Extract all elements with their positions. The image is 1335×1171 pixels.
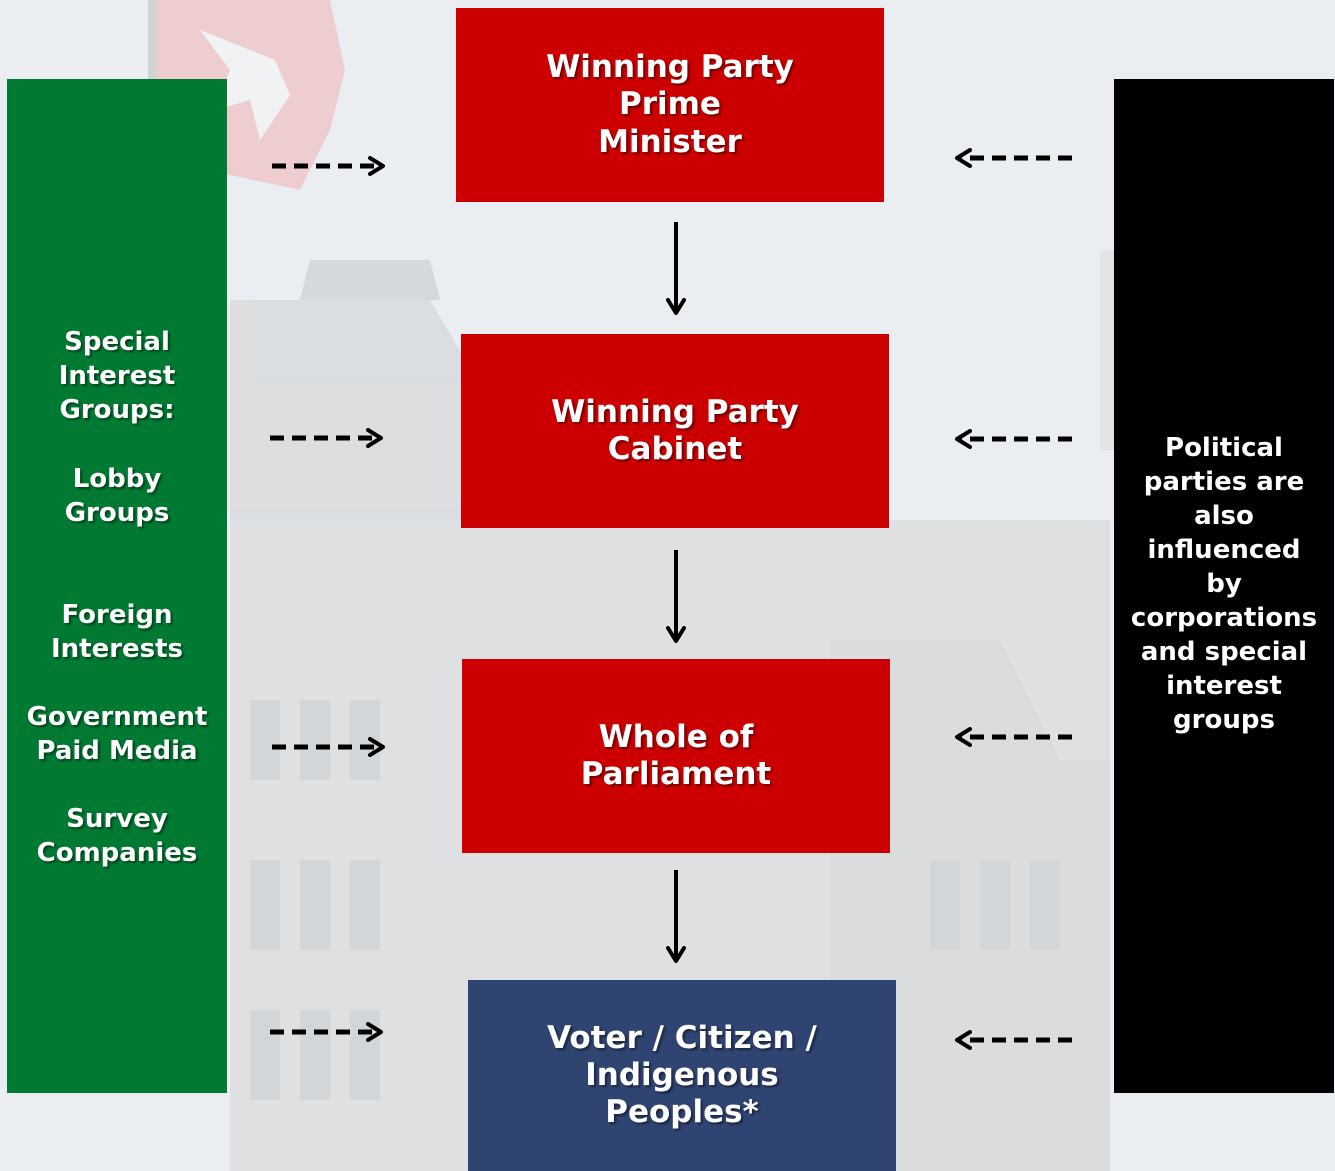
special-interest-panel: Special Interest Groups: Lobby Groups Fo… [7, 79, 227, 1093]
parliament-label: Whole of Parliament [580, 718, 772, 792]
parliament-box: Whole of Parliament [462, 659, 890, 853]
lobby-groups-label: Lobby Groups [64, 464, 170, 528]
political-parties-text: Political parties are also influenced by… [1130, 433, 1318, 735]
prime-minister-label: Winning Party Prime Minister [546, 49, 794, 160]
special-interest-heading: Special Interest Groups: [58, 327, 176, 425]
political-parties-panel: Political parties are also influenced by… [1114, 79, 1334, 1093]
survey-companies-label: Survey Companies [36, 804, 198, 868]
foreign-interests-label: Foreign Interests [50, 600, 184, 664]
prime-minister-box: Winning Party Prime Minister [456, 8, 884, 202]
government-paid-media-label: Government Paid Media [26, 702, 208, 766]
voter-label: Voter / Citizen / Indigenous Peoples* [547, 1019, 817, 1131]
cabinet-box: Winning Party Cabinet [461, 334, 889, 528]
cabinet-label: Winning Party Cabinet [551, 393, 799, 467]
voter-box: Voter / Citizen / Indigenous Peoples* [468, 980, 896, 1171]
